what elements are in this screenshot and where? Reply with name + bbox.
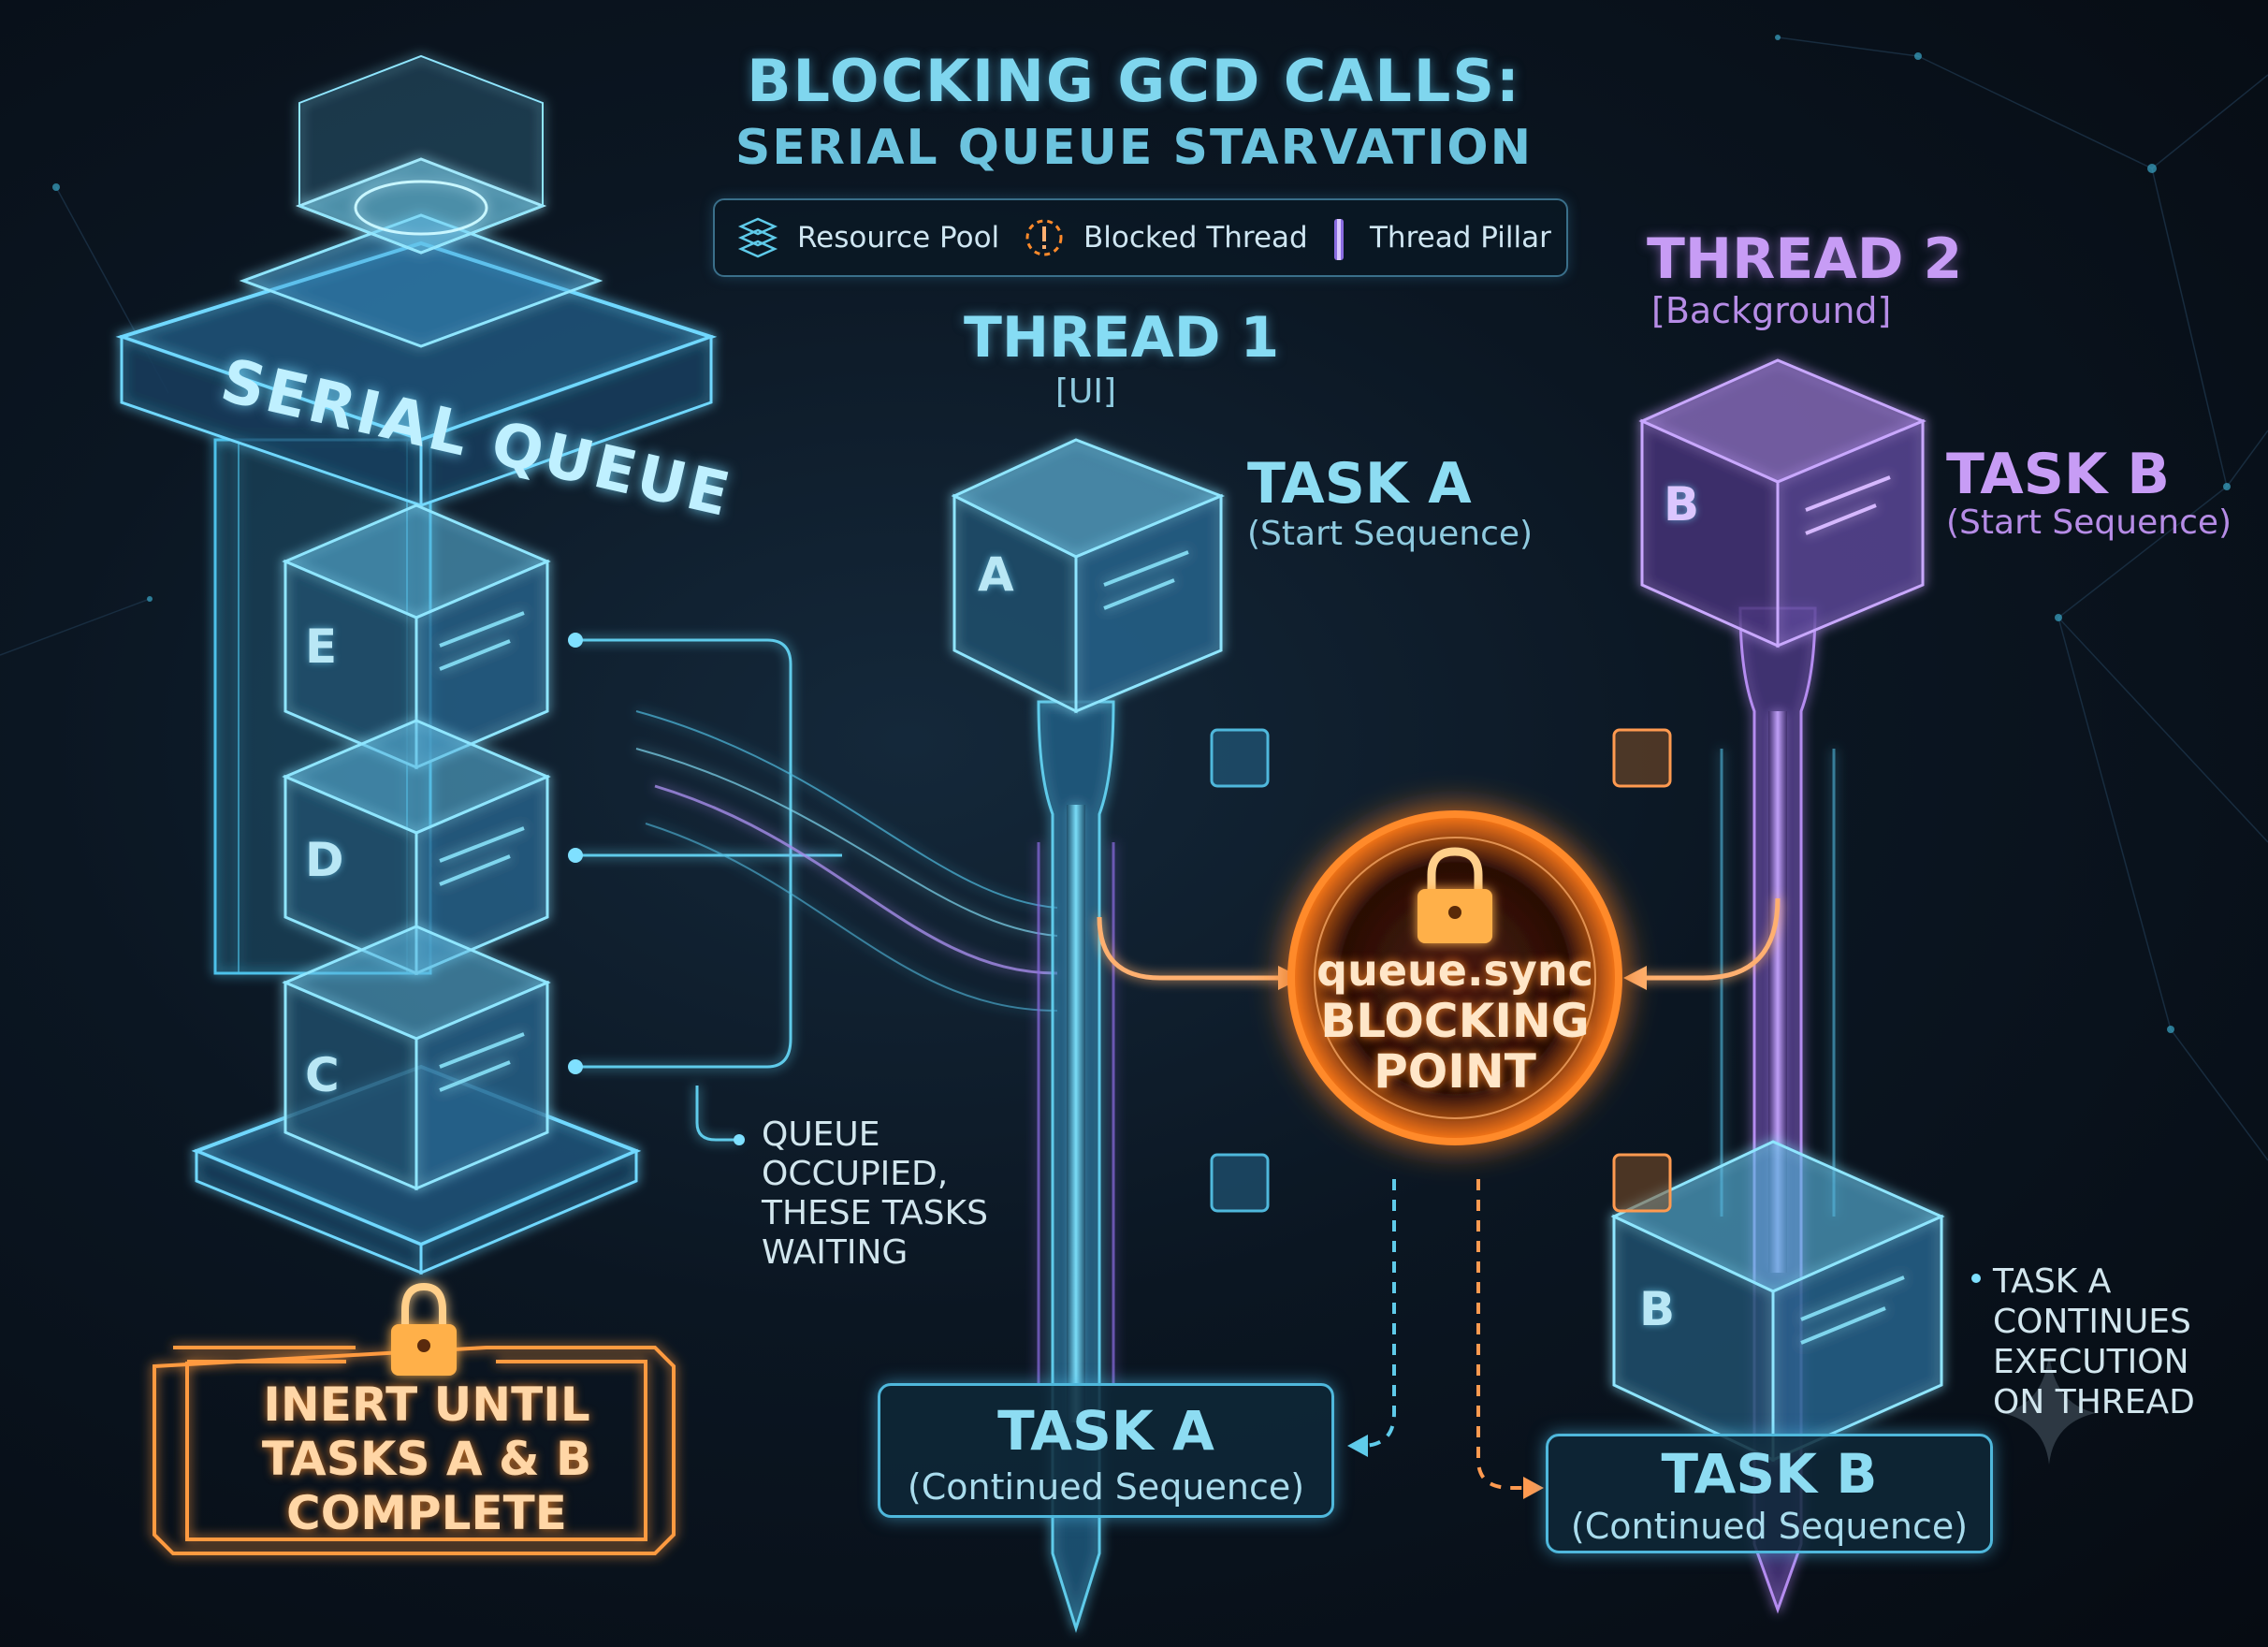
blocked-thread-icon — [1025, 219, 1063, 256]
data-stream — [635, 710, 1058, 1012]
thread2-to-block-arrow — [1633, 897, 1781, 981]
thread-pillar-icon — [1334, 219, 1344, 260]
thread2-title: THREAD 2 — [1647, 226, 1963, 292]
task-a-subtitle: (Start Sequence) — [1247, 515, 1534, 553]
inert-lock-icon — [391, 1282, 457, 1376]
task-b-title: TASK B — [1946, 442, 2171, 507]
thread1-cube-a — [951, 438, 1226, 714]
queue-cube-d — [282, 719, 551, 976]
task-continues-note: TASK A CONTINUES EXECUTION ON THREAD — [1993, 1262, 2195, 1421]
thread1-subtitle: [UI] — [1055, 372, 1117, 411]
queue-task-c-label: C — [305, 1048, 340, 1102]
task-a-continued-subtitle: (Continued Sequence) — [907, 1466, 1305, 1508]
task-b-subtitle: (Start Sequence) — [1946, 503, 2232, 542]
legend-thread-pillar: Thread Pillar — [1370, 221, 1551, 255]
queue-occupied-note: QUEUE OCCUPIED, THESE TASKS WAITING — [762, 1115, 988, 1272]
queue-cube-e — [282, 503, 551, 770]
task-b-continued-title: TASK B — [1661, 1442, 1878, 1506]
queue-task-e-label: E — [305, 619, 338, 674]
blocking-point — [1287, 810, 1622, 1145]
task-b-continued-subtitle: (Continued Sequence) — [1570, 1506, 1969, 1547]
sparkle-icon — [2002, 1352, 2096, 1465]
thread1-title: THREAD 1 — [964, 305, 1280, 371]
queue-waiting-connectors — [575, 638, 842, 1142]
task-a-continued-box: TASK A (Continued Sequence) — [878, 1383, 1334, 1518]
dashed-arrow-to-task-b — [1476, 1179, 1534, 1490]
thread1-cube-letter: A — [978, 547, 1014, 602]
chip-icon — [1210, 728, 1270, 1213]
blocking-point-call: queue.sync — [1316, 945, 1593, 996]
inert-note: INERT UNTIL TASKS A & B COMPLETE — [261, 1377, 592, 1540]
inert-frame — [153, 1346, 676, 1555]
legend-resource-pool: Resource Pool — [797, 221, 1000, 255]
task-a-continued-title: TASK A — [997, 1399, 1214, 1463]
blocking-point-line2: BLOCKING — [1320, 994, 1590, 1048]
task-a-title: TASK A — [1247, 451, 1472, 517]
thread2-lower-cube-b — [1610, 1140, 1945, 1463]
thread2-cube-letter: B — [1664, 477, 1700, 532]
page-title: BLOCKING GCD CALLS: — [747, 47, 1521, 115]
thread2-cube-b — [1638, 358, 1926, 649]
queue-cube-c — [282, 925, 551, 1191]
thread2-lower-cube-letter: B — [1639, 1282, 1676, 1336]
thread1-to-block-arrow — [1097, 916, 1291, 981]
legend: Resource Pool Blocked Thread Thread Pill… — [713, 198, 1568, 277]
thread2-subtitle: [Background] — [1651, 290, 1892, 331]
blocking-point-line3: POINT — [1374, 1044, 1536, 1099]
dashed-arrow-to-task-a — [1360, 1179, 1396, 1448]
legend-blocked-thread: Blocked Thread — [1083, 221, 1308, 255]
task-b-continued-box: TASK B (Continued Sequence) — [1546, 1434, 1993, 1553]
resource-pool-icon — [737, 217, 778, 258]
chip-icon — [1612, 728, 1672, 1213]
queue-task-d-label: D — [305, 833, 344, 887]
background-network — [0, 36, 2268, 1161]
page-subtitle: SERIAL QUEUE STARVATION — [734, 120, 1534, 176]
